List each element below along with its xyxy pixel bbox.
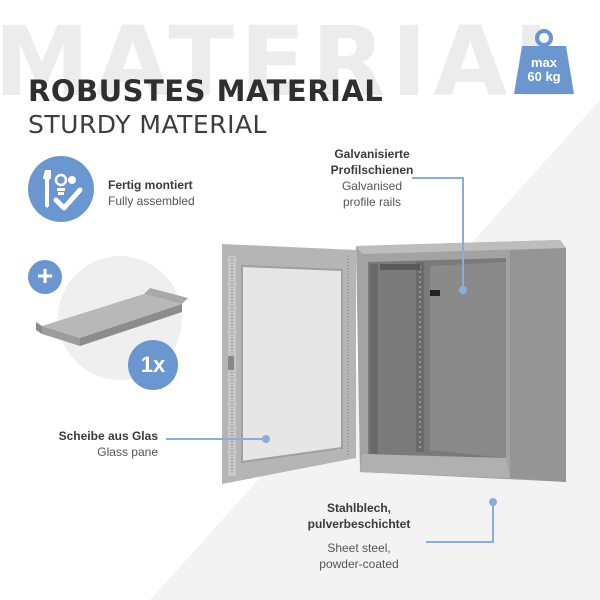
page-title: ROBUSTES MATERIAL	[28, 74, 384, 108]
steel-pointer-dot	[489, 498, 497, 506]
glass-pointer-dot	[262, 435, 270, 443]
page-subtitle: STURDY MATERIAL	[28, 110, 267, 139]
glass-label-en: Glass pane	[97, 445, 158, 459]
rails-label-en-line1: Galvanised	[341, 179, 403, 193]
steel-label-de: Stahlblech, pulverbeschichtet	[300, 500, 418, 532]
plus-icon: +	[28, 260, 62, 294]
steel-label-en-line2: powder-coated	[319, 557, 399, 571]
watermark-text: MATERIAL	[0, 6, 581, 118]
badge-line1: max	[530, 55, 558, 70]
feature-label-de: Fertig montiert	[108, 178, 193, 192]
quantity-badge: 1x	[128, 340, 178, 390]
steel-label-en: Sheet steel, powder-coated	[300, 540, 418, 572]
glass-pointer	[166, 438, 264, 440]
rails-label-de-line1: Galvanisierte	[334, 147, 410, 161]
rails-label-de-line2: Profilschienen	[330, 163, 414, 177]
steel-label-en-line1: Sheet steel,	[327, 541, 391, 555]
rails-pointer-dot	[459, 286, 467, 294]
steel-pointer-v	[492, 502, 494, 543]
steel-pointer-h	[426, 541, 494, 543]
steel-label-de-line2: pulverbeschichtet	[307, 517, 411, 531]
weight-icon	[514, 29, 574, 94]
weight-badge: max 60 kg	[512, 28, 576, 96]
badge-line2: 60 kg	[527, 69, 561, 84]
feature-label-en: Fully assembled	[108, 194, 195, 208]
assembled-badge	[28, 156, 94, 222]
rails-label-en-line2: profile rails	[342, 195, 402, 209]
glass-label-de: Scheibe aus Glas	[58, 429, 158, 443]
rails-label-de: Galvanisierte Profilschienen	[322, 146, 422, 178]
rails-label-en: Galvanised profile rails	[322, 178, 422, 210]
wall-cabinet-image	[222, 240, 566, 484]
rails-pointer-v	[462, 177, 464, 289]
steel-label-de-line1: Stahlblech,	[326, 501, 391, 515]
shelf-icon	[36, 288, 188, 346]
tools-check-icon	[43, 170, 83, 211]
rails-pointer-h	[412, 177, 464, 179]
